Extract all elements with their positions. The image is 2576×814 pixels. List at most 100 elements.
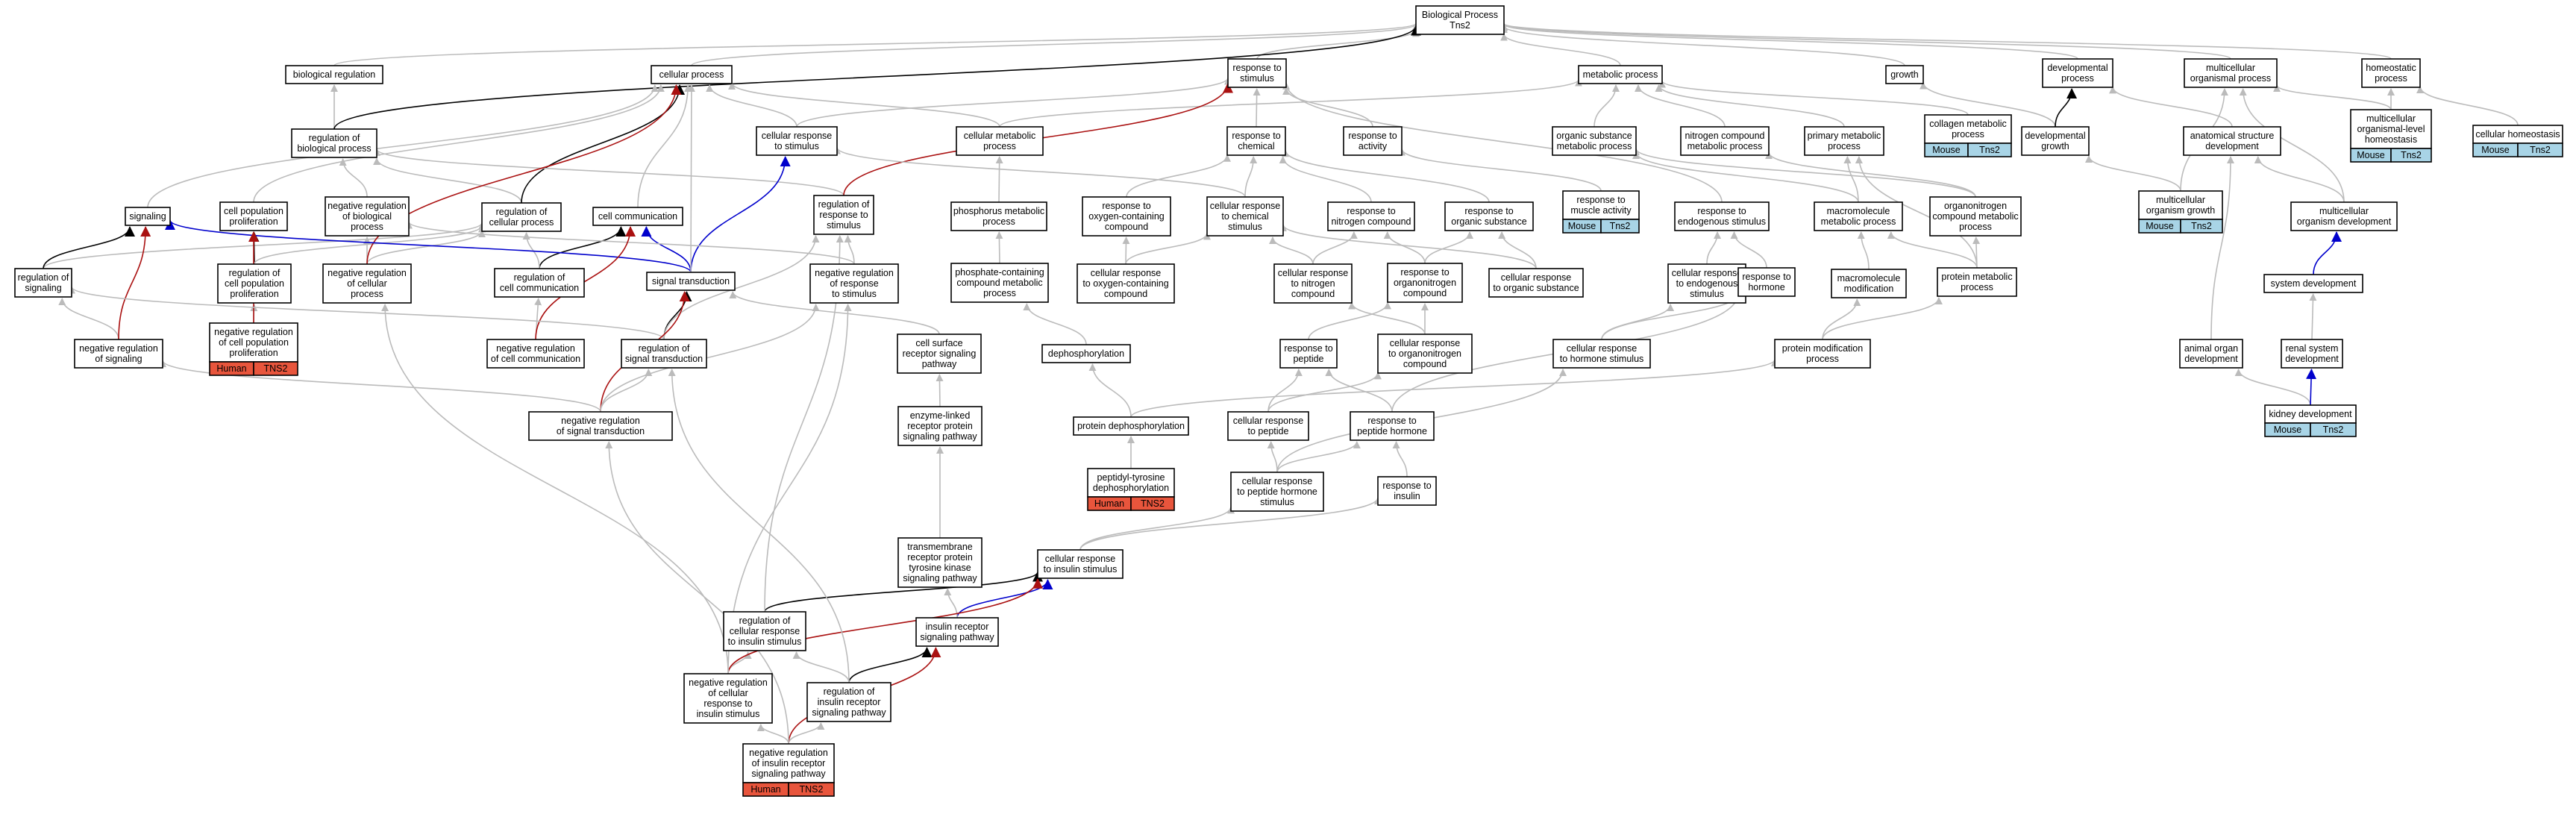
go-term-cellproc[interactable]: cellular process (651, 65, 733, 84)
go-term-multi-homeo[interactable]: multicellularorganismal-levelhomeostasis… (2350, 109, 2432, 163)
gene-label: Tns2 (2323, 425, 2344, 435)
term-label-line: negative regulation (328, 201, 407, 211)
term-label-line: cellular response (762, 131, 833, 141)
go-term-prot-dephos[interactable]: protein dephosphorylation (1073, 416, 1189, 436)
term-box (1077, 263, 1175, 304)
go-term-dephos[interactable]: dephosphorylation (1041, 344, 1131, 363)
go-term-bioreg[interactable]: biological regulation (285, 65, 383, 84)
term-label-line: enzyme-linked (910, 410, 971, 421)
term-box (897, 537, 983, 588)
term-label-line: receptor signaling (903, 348, 977, 359)
edge-is-a (729, 291, 940, 335)
go-term-sys-dev[interactable]: system development (2263, 274, 2363, 293)
term-label-line: insulin stimulus (697, 709, 760, 719)
term-label-line: response to (1102, 201, 1150, 211)
gene-label: TNS2 (264, 363, 288, 374)
edge-is-a (727, 304, 852, 674)
term-box (1737, 267, 1796, 297)
go-term-metab[interactable]: metabolic process (1578, 65, 1663, 84)
edge-is-a (2309, 293, 2317, 340)
go-term-cellcomm[interactable]: cell communication (592, 207, 683, 226)
edge-is-a (999, 78, 1582, 128)
term-label-line: to stimulus (832, 289, 877, 299)
go-term-sigtrans[interactable]: signal transduction (646, 272, 736, 291)
go-term-growth[interactable]: growth (1885, 65, 1924, 84)
term-box (1667, 263, 1746, 304)
go-term-signaling[interactable]: signaling (125, 207, 171, 226)
